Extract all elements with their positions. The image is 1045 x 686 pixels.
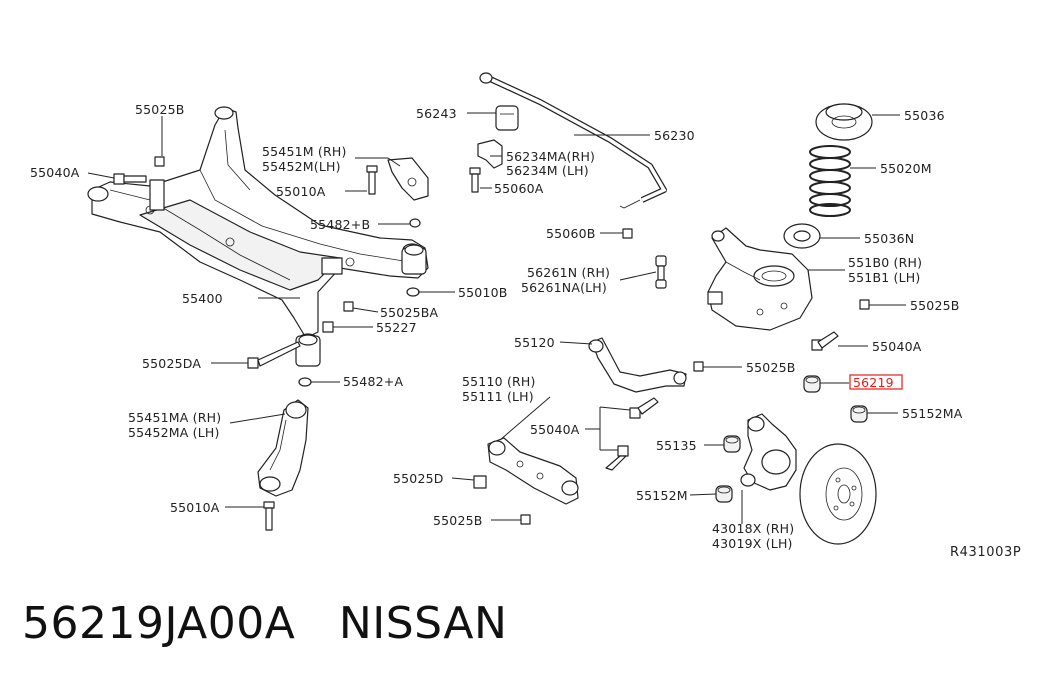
bolt-55040a-mid-upper: [629, 397, 659, 419]
bushing-56243: [495, 105, 519, 131]
knuckle-43018x: [740, 413, 797, 491]
label-55010b: 55010B: [458, 285, 508, 300]
bushing-55152m: [715, 485, 733, 503]
bolt-55025d: [473, 475, 487, 489]
label-55025ba: 55025BA: [380, 305, 439, 320]
label-55040a-mid: 55040A: [530, 422, 580, 437]
label-56261na: 56261NA(LH): [521, 280, 607, 295]
callout-labels: 55025B 55040A 55451M (RH) 55452M(LH) 550…: [30, 102, 1021, 560]
label-55040a-right: 55040A: [872, 339, 922, 354]
bolt-55040a-left: [113, 173, 147, 185]
washer-55482a: [298, 377, 312, 387]
bolt-55060a: [469, 167, 481, 193]
label-56243: 56243: [416, 106, 457, 121]
label-56261n: 56261N (RH): [527, 265, 610, 280]
washer-55482b: [409, 218, 421, 228]
label-55451ma: 55451MA (RH): [128, 410, 221, 425]
part-number: 56219JA00A: [22, 598, 296, 649]
nut-55025b-right: [859, 299, 870, 310]
footer-caption: 56219JA00A NISSAN: [22, 598, 507, 649]
bolt-55010a-bottom: [263, 501, 275, 531]
subframe-55400: [87, 106, 429, 367]
nut-55060b: [622, 228, 633, 239]
coil-spring-55020m: [809, 145, 851, 217]
bushing-56219: [803, 375, 821, 393]
label-55451m: 55451M (RH): [262, 144, 347, 159]
housing-551b0: [707, 227, 813, 331]
label-55482b: 55482+B: [310, 217, 370, 232]
bushing-55227: [322, 321, 334, 333]
label-55025da: 55025DA: [142, 356, 201, 371]
link-56261n: [655, 255, 667, 289]
label-55135: 55135: [656, 438, 697, 453]
label-55025b-topleft: 55025B: [135, 102, 185, 117]
label-55111: 55111 (LH): [462, 389, 534, 404]
label-55025b-right: 55025B: [910, 298, 960, 313]
label-56234m: 56234M (LH): [506, 163, 589, 178]
label-55040a-left: 55040A: [30, 165, 80, 180]
label-56230: 56230: [654, 128, 695, 143]
label-55400: 55400: [182, 291, 223, 306]
brake-disc: [799, 443, 877, 545]
bracket-55451m: [387, 157, 429, 201]
bushing-55152ma: [850, 405, 868, 423]
upper-link-55120: [588, 337, 687, 393]
label-56234ma: 56234MA(RH): [506, 149, 595, 164]
spring-seat-55036n: [783, 223, 821, 249]
label-56219-highlight: 56219: [849, 374, 903, 390]
label-55025b-bottom: 55025B: [433, 513, 483, 528]
label-55025b-mid: 55025B: [746, 360, 796, 375]
stabilizer-bar-56230: [479, 72, 667, 209]
lower-arm-55451ma: [257, 399, 309, 497]
label-55152m: 55152M: [636, 488, 688, 503]
clamp-56234ma: [477, 139, 503, 169]
label-56219: 56219: [853, 375, 894, 390]
label-55020m: 55020M: [880, 161, 932, 176]
reference-code: R431003P: [950, 545, 1021, 560]
nut-55025b-bottom: [520, 514, 531, 525]
label-55120: 55120: [514, 335, 555, 350]
bolt-55010a-top: [366, 165, 378, 195]
label-55036: 55036: [904, 108, 945, 123]
bushing-55135: [723, 435, 741, 453]
nut-55025ba: [343, 301, 354, 312]
label-55452m: 55452M(LH): [262, 159, 341, 174]
spring-seat-55036: [815, 103, 873, 141]
label-43018x: 43018X (RH): [712, 521, 794, 536]
label-55452ma: 55452MA (LH): [128, 425, 220, 440]
lower-link-55110: [487, 437, 579, 505]
label-551b1: 551B1 (LH): [848, 270, 920, 285]
brand-name: NISSAN: [338, 598, 508, 649]
nut-55025b-top: [154, 156, 165, 167]
leader-lines: [87, 112, 906, 524]
label-55060a: 55060A: [494, 181, 544, 196]
label-55010a-bottom: 55010A: [170, 500, 220, 515]
bolt-55040a-right: [811, 331, 839, 351]
label-55227: 55227: [376, 320, 417, 335]
label-43019x: 43019X (LH): [712, 536, 793, 551]
label-55025d: 55025D: [393, 471, 444, 486]
label-55482a: 55482+A: [343, 374, 403, 389]
label-55152ma: 55152MA: [902, 406, 963, 421]
label-55010a-top: 55010A: [276, 184, 326, 199]
label-551b0: 551B0 (RH): [848, 255, 922, 270]
washer-55010b: [406, 287, 420, 297]
label-55036n: 55036N: [864, 231, 914, 246]
bolt-55040a-mid-lower: [605, 445, 629, 471]
label-55060b: 55060B: [546, 226, 596, 241]
nut-55025b-mid: [693, 361, 704, 372]
label-55110: 55110 (RH): [462, 374, 536, 389]
bolt-55025da: [247, 341, 301, 369]
